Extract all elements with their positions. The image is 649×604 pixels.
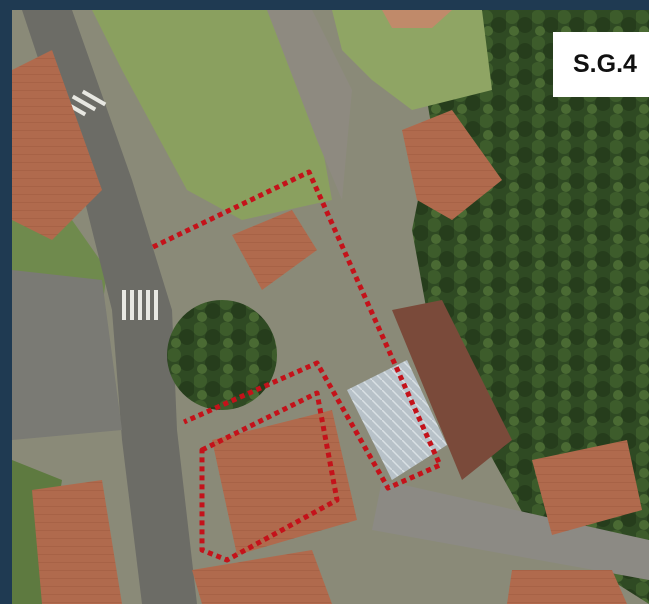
building-bottom-right bbox=[507, 570, 627, 604]
greenhouse bbox=[347, 360, 447, 480]
road-north bbox=[267, 10, 352, 200]
lawn-northeast bbox=[332, 10, 492, 110]
site-boundary-south bbox=[199, 390, 340, 563]
building-south bbox=[212, 410, 357, 555]
map-label-box: S.G.4 bbox=[553, 32, 649, 97]
tree-cluster bbox=[167, 300, 277, 410]
building-north-top bbox=[382, 10, 452, 28]
building-central bbox=[232, 210, 317, 290]
lawn-north bbox=[92, 10, 332, 220]
building-nw bbox=[12, 50, 102, 240]
site-boundary-north bbox=[151, 169, 443, 491]
building-row-east bbox=[392, 300, 512, 480]
aerial-map[interactable] bbox=[12, 10, 649, 604]
building-southeast bbox=[532, 440, 642, 535]
road-main bbox=[22, 10, 197, 604]
road-south bbox=[372, 480, 649, 580]
building-ne bbox=[402, 110, 502, 220]
parking-west bbox=[12, 270, 122, 440]
map-label: S.G.4 bbox=[573, 50, 637, 78]
building-bottom bbox=[192, 550, 332, 604]
building-southwest bbox=[32, 480, 122, 604]
